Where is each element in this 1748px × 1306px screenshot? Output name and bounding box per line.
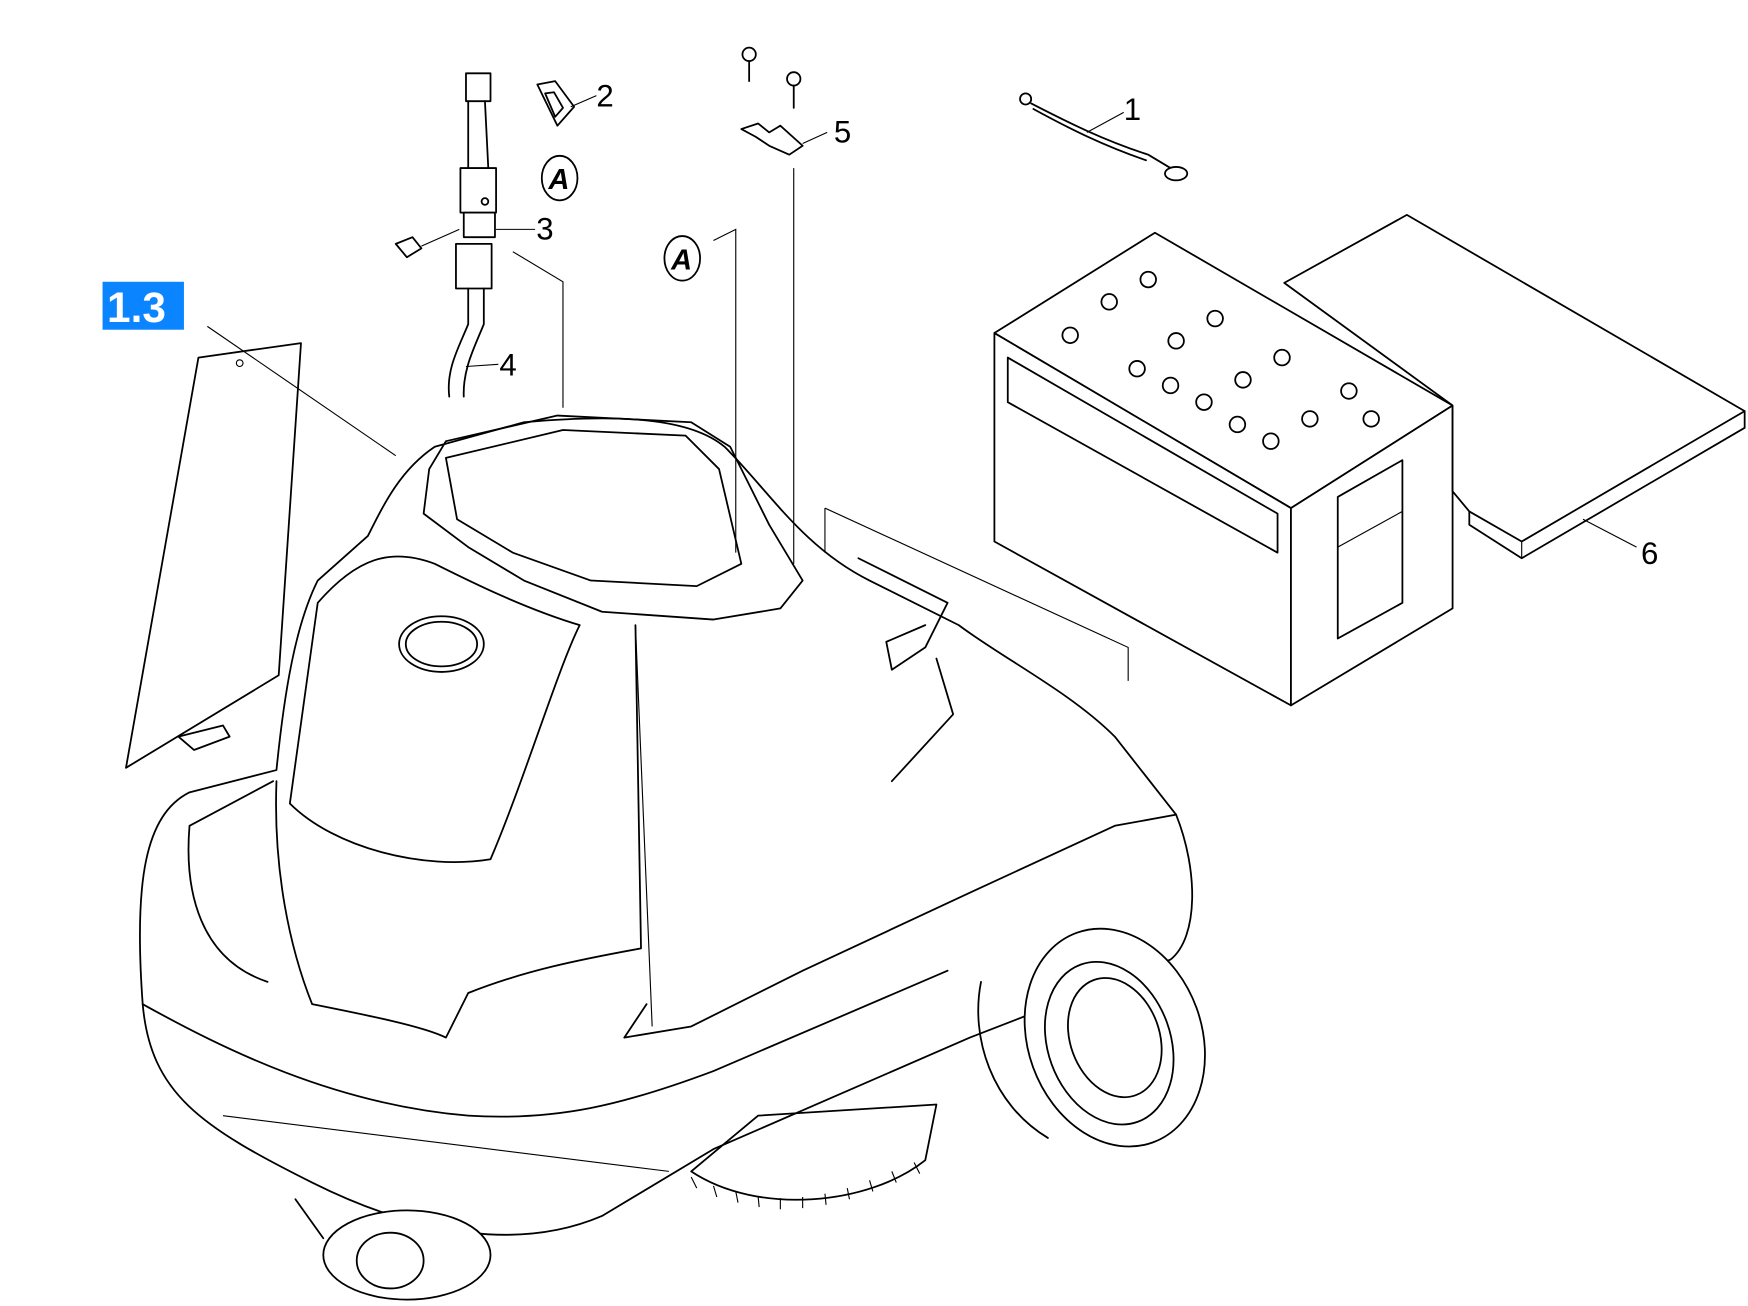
detail-marker-a-center[interactable]: A	[663, 235, 701, 282]
detail-marker-a-top[interactable]: A	[540, 154, 579, 202]
section-badge[interactable]: 1.3	[102, 281, 184, 331]
battery-pack	[993, 231, 1454, 707]
leader-lines	[512, 168, 1129, 681]
side-panel-part	[125, 325, 397, 769]
wheel-assembly	[294, 927, 1206, 1301]
callout-4[interactable]: 4	[499, 347, 516, 382]
section-badge-label: 1.3	[107, 284, 166, 331]
part-6-battery-tray: 6	[1283, 213, 1746, 571]
callout-5[interactable]: 5	[834, 114, 851, 149]
callout-3[interactable]: 3	[536, 211, 553, 246]
scrubber-machine-body	[138, 414, 1194, 1236]
callout-1[interactable]: 1	[1124, 92, 1141, 127]
part-5-bracket: 5	[740, 46, 851, 156]
part-2-3-4-connector: 2 3 4	[394, 72, 614, 398]
part-1-battery-cable: 1	[1019, 92, 1189, 182]
callout-6[interactable]: 6	[1641, 536, 1658, 571]
svg-text:A: A	[547, 164, 569, 196]
battery-cells	[1061, 270, 1380, 450]
svg-text:A: A	[670, 245, 692, 277]
callout-2[interactable]: 2	[596, 79, 613, 114]
